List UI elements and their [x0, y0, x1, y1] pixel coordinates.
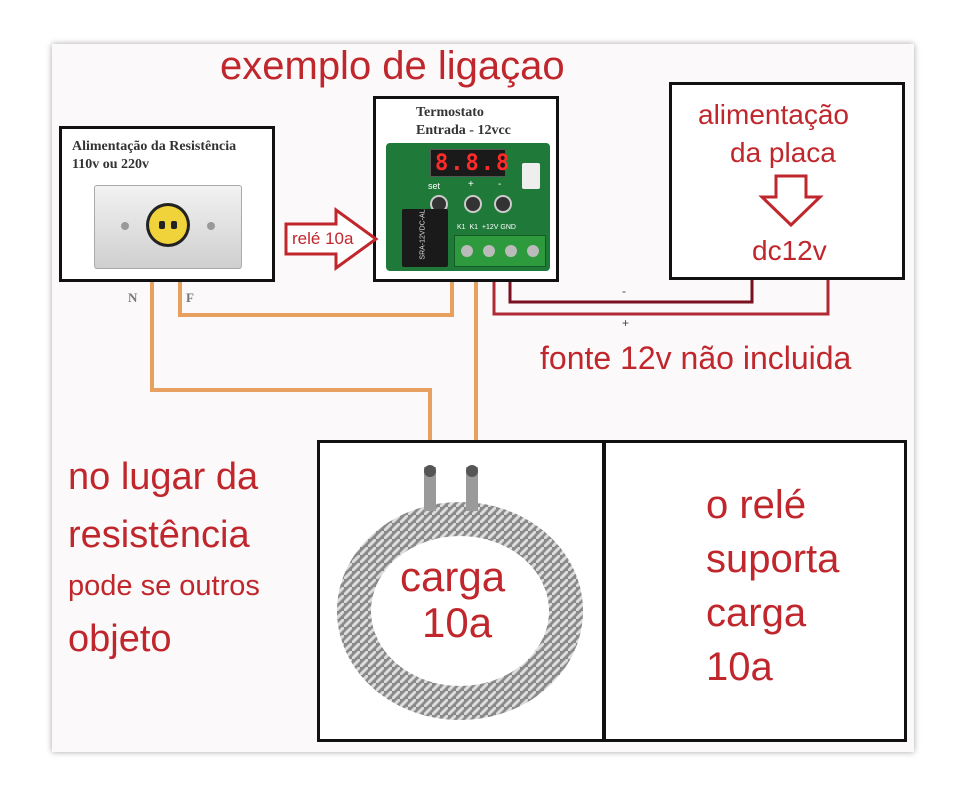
- sensor-connector: [522, 163, 540, 189]
- wire-f-label: F: [186, 290, 194, 305]
- left-note-line4: objeto: [68, 618, 172, 660]
- display-value: 8.8.8: [435, 151, 512, 176]
- load-line2: 10a: [422, 599, 493, 646]
- right-note-line2: suporta: [706, 537, 840, 581]
- supply-voltage: dc12v: [752, 235, 827, 266]
- dc-minus-wire: [508, 280, 754, 304]
- set-label: set: [428, 181, 441, 191]
- right-note-line4: 10a: [706, 645, 773, 689]
- minus-label: -: [498, 179, 502, 190]
- fonte-note: fonte 12v não incluida: [540, 340, 852, 376]
- page-title: exemplo de ligaçao: [220, 44, 565, 88]
- plus-label: +: [468, 179, 474, 190]
- relay-component: SRA-12VDC-AL: [402, 209, 448, 267]
- screw-icon: [121, 222, 129, 230]
- relay-capacity-box: o relé suporta carga 10a: [603, 440, 907, 742]
- neutral-wire: [150, 282, 432, 440]
- minus-button[interactable]: [494, 195, 512, 213]
- left-note-line2: resistência: [68, 514, 250, 556]
- supply-line2: da placa: [730, 137, 836, 168]
- power-supply-box: Alimentação da Resistência 110v ou 220v: [59, 126, 275, 282]
- thermostat-board: 8.8.8 set + - SRA-12VDC-AL K1 K1 +12V GN…: [386, 143, 550, 271]
- wall-outlet: [94, 185, 242, 269]
- thermostat-line2: Entrada - 12vcc: [416, 123, 511, 138]
- power-box-line2: 110v ou 220v: [72, 157, 150, 172]
- relay-text: SRA-12VDC-AL: [419, 209, 427, 260]
- board-supply-box: alimentação da placa dc12v: [669, 82, 905, 280]
- thermostat-line1: Termostato: [416, 105, 484, 120]
- right-note-line1: o relé: [706, 483, 807, 527]
- thermostat-box: Termostato Entrada - 12vcc 8.8.8 set + -…: [373, 96, 559, 282]
- terminal-labels: K1 K1 +12V GND: [457, 224, 516, 231]
- left-note-line1: no lugar da: [68, 456, 259, 498]
- relay-arrow: [284, 207, 379, 271]
- dc-plus-wire: [492, 280, 830, 316]
- power-box-line1: Alimentação da Resistência: [72, 139, 237, 154]
- led-display: 8.8.8: [430, 149, 509, 177]
- terminal-block: K1 K1 +12V GND: [454, 224, 546, 267]
- plus-button[interactable]: [464, 195, 482, 213]
- load-box: carga 10a: [317, 440, 605, 742]
- relay-arrow-label: relé 10a: [292, 229, 354, 248]
- plus-sign: +: [622, 316, 630, 330]
- screw-icon: [207, 222, 215, 230]
- load-line1: carga: [400, 553, 506, 600]
- supply-line1: alimentação: [698, 99, 849, 130]
- phase-wire: [178, 282, 454, 317]
- wire-n-label: N: [128, 290, 138, 305]
- left-note-line3: pode se outros: [68, 570, 260, 602]
- socket-icon: [146, 203, 190, 247]
- right-note-line3: carga: [706, 591, 807, 635]
- minus-sign: -: [622, 284, 626, 298]
- down-arrow-icon: [758, 174, 824, 228]
- heating-coil-icon: [337, 465, 583, 720]
